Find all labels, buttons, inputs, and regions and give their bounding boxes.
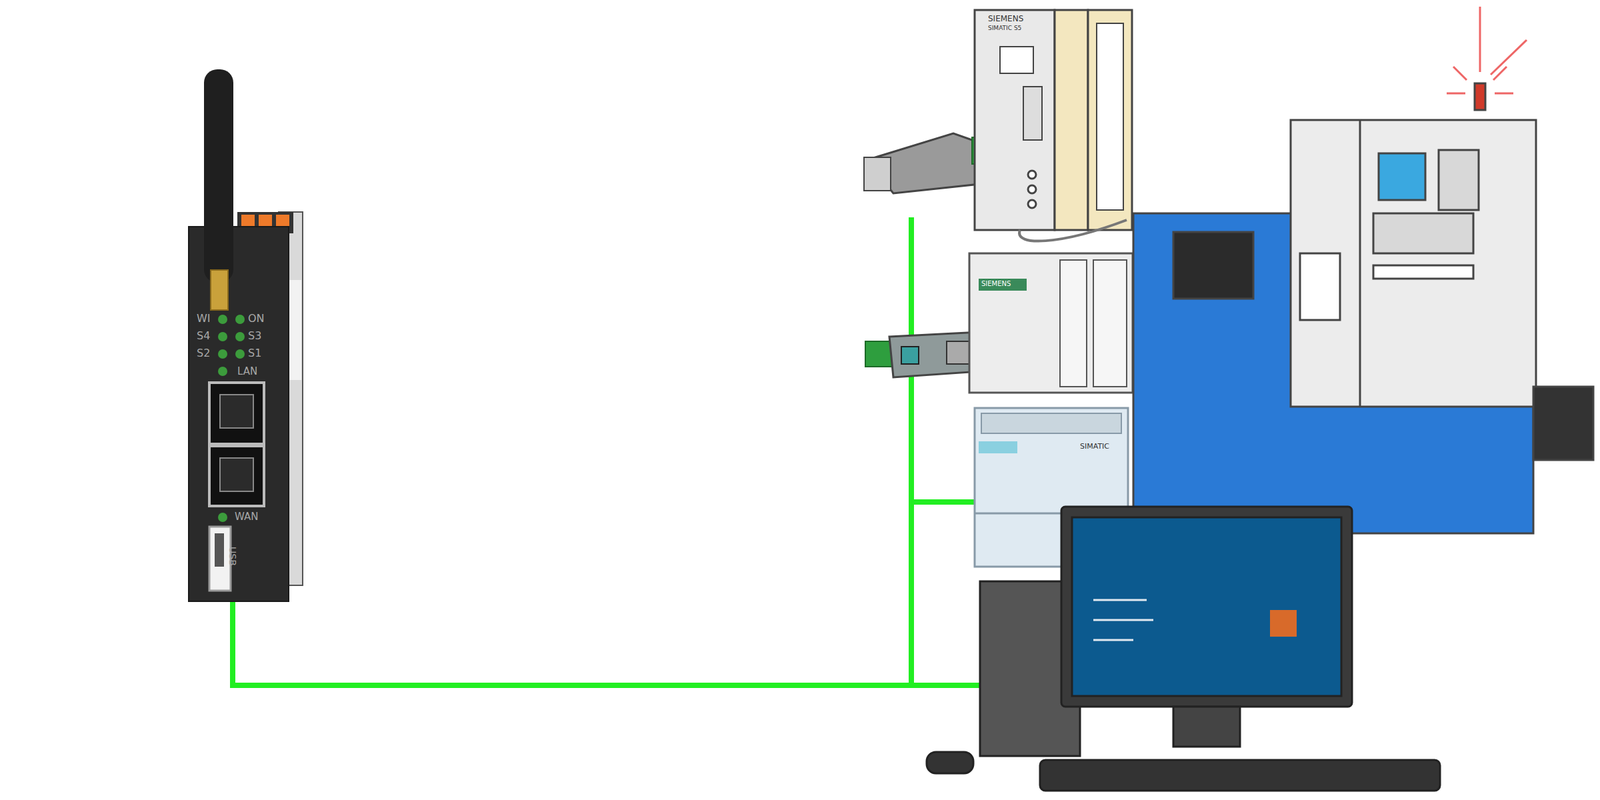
plc-s5 [974, 10, 1132, 242]
device-label: WI [196, 313, 211, 324]
device-label: SIMATIC [1080, 442, 1110, 450]
device-label: SIEMENS [988, 14, 1024, 23]
router [188, 69, 303, 602]
computer [926, 506, 1440, 791]
device-label: S4 [196, 330, 210, 342]
device-label: LAN [237, 366, 258, 377]
device-label: SIMATIC S5 [988, 25, 1022, 32]
device-label: ON [248, 313, 265, 324]
device-label: S2 [196, 348, 210, 359]
cnc-machine [1133, 6, 1594, 534]
device-label: USB [228, 546, 238, 566]
network-wire [232, 220, 980, 686]
device-label: SIEMENS [981, 280, 1011, 288]
device-label: S1 [248, 348, 262, 359]
plc-s7 [969, 253, 1133, 393]
device-label: WAN [234, 512, 259, 522]
device-label: S3 [248, 330, 262, 342]
